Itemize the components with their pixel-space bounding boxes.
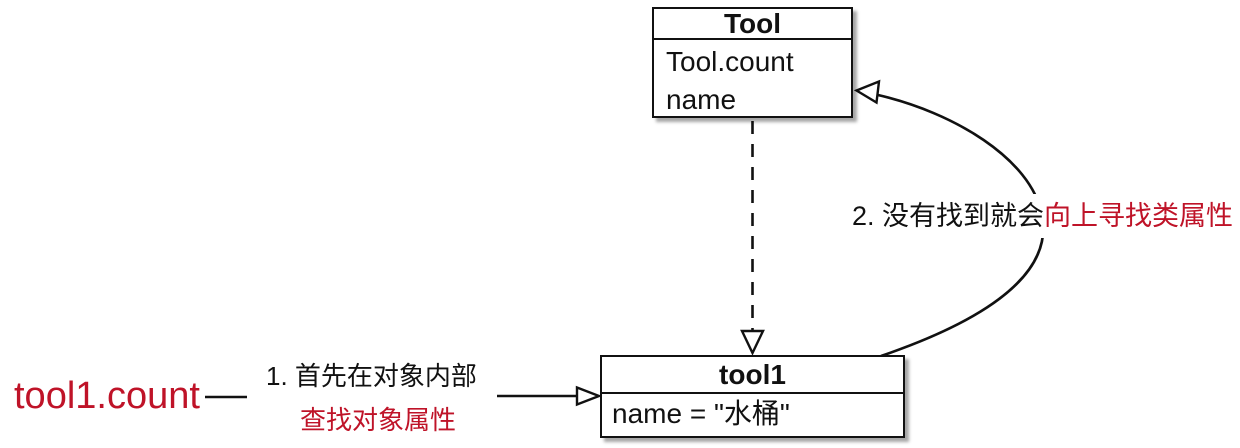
class-box-attributes: Tool.count name bbox=[654, 40, 851, 119]
lookup-expression: tool1.count bbox=[14, 375, 200, 417]
step2-annotation-highlight: 向上寻找类属性 bbox=[1044, 201, 1234, 231]
step1-annotation: 1. 首先在对象内部 查找对象属性 bbox=[266, 356, 477, 440]
instance-box-title: tool1 bbox=[602, 357, 903, 394]
instance-box-tool1: tool1 name = "水桶" bbox=[600, 355, 905, 438]
class-attribute-name: name bbox=[666, 84, 737, 115]
step1-annotation-line2: 查找对象属性 bbox=[300, 405, 457, 435]
down-open-arrowhead-icon bbox=[740, 329, 765, 356]
step1-annotation-line1: 1. 首先在对象内部 bbox=[266, 361, 477, 391]
instance-attribute-name: name = "水桶" bbox=[612, 398, 790, 429]
right-open-arrowhead-icon bbox=[575, 385, 603, 407]
upleft-open-arrowhead-icon bbox=[853, 79, 881, 105]
instance-box-attributes: name = "水桶" bbox=[602, 394, 903, 433]
class-attribute-count: Tool.count bbox=[666, 46, 794, 77]
class-box-tool: Tool Tool.count name bbox=[652, 7, 853, 118]
class-box-title: Tool bbox=[654, 9, 851, 40]
step2-annotation: 2. 没有找到就会向上寻找类属性 bbox=[848, 194, 1238, 238]
step2-annotation-prefix: 2. 没有找到就会 bbox=[852, 201, 1045, 231]
